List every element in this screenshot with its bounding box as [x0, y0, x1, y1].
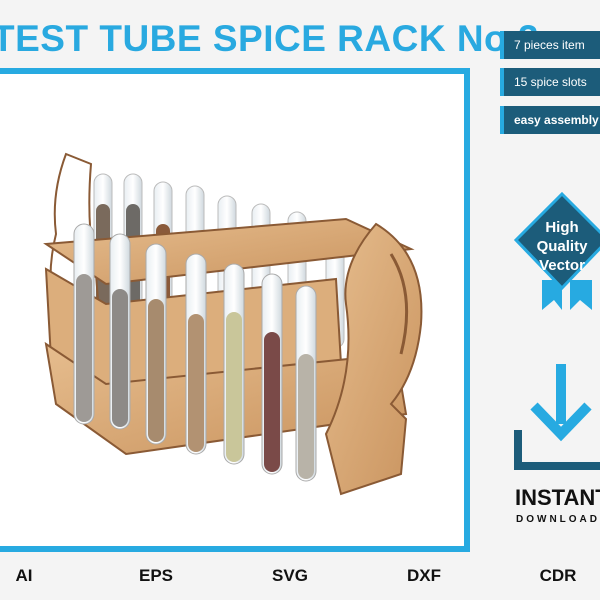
format-ai: AI [15, 566, 33, 585]
badge-line-3: Vector [539, 257, 585, 274]
front-tubes [73, 223, 317, 482]
spice-rack-illustration [43, 152, 423, 496]
badge-line-2: Quality [536, 238, 588, 255]
badge-text: High Quality Vector [512, 218, 600, 275]
right-end-panel [324, 222, 423, 496]
product-image-frame [0, 68, 470, 552]
format-dxf: DXF [407, 566, 441, 585]
tag-assembly: easy assembly [500, 106, 600, 134]
format-svg: SVG [272, 566, 308, 585]
format-eps: EPS [138, 566, 174, 585]
page-title: TEST TUBE SPICE RACK No.2 [0, 18, 539, 59]
download-arrow-icon [514, 364, 600, 470]
format-cdr: CDR [539, 566, 577, 585]
file-formats: AI EPS SVG DXF CDR [0, 566, 600, 590]
tag-pieces: 7 pieces item [500, 31, 600, 59]
badge-ribbon-icon [513, 192, 600, 310]
badge-line-1: High [545, 219, 579, 236]
instant-label: INSTANT [515, 485, 600, 510]
tag-slots: 15 spice slots [500, 68, 600, 96]
download-label: DOWNLOAD [516, 514, 600, 525]
